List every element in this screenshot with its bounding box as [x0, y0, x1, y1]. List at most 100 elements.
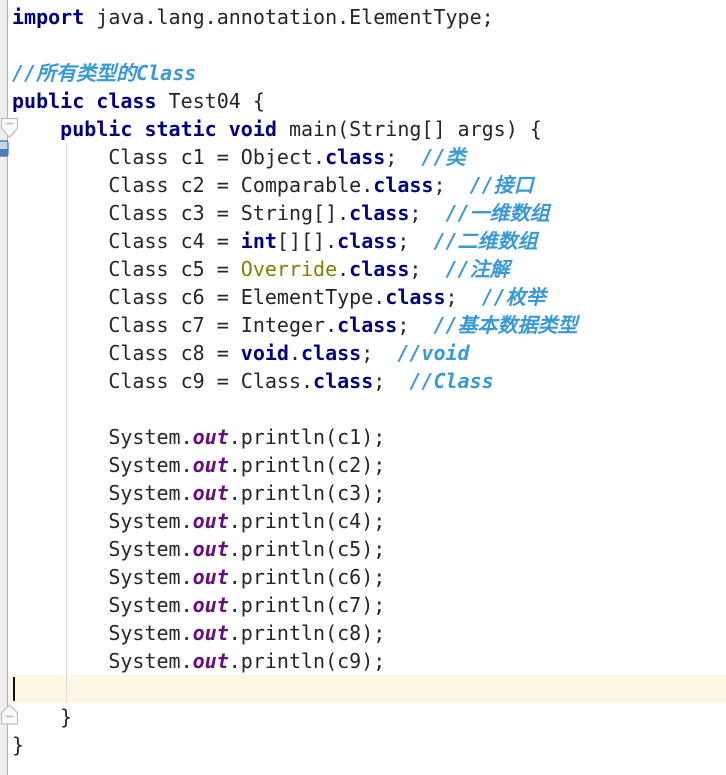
gutter-marker-icon [0, 140, 9, 157]
code-token-ann: Override [240, 257, 338, 281]
code-line[interactable]: System.out.println(c8); [8, 619, 726, 647]
code-token-pln: System. [12, 593, 193, 617]
code-token-kw: import [12, 5, 85, 29]
code-line[interactable]: System.out.println(c4); [8, 507, 726, 535]
code-token-kw: public class [12, 89, 157, 113]
code-token-pln: .println(c7); [228, 593, 386, 617]
code-token-cmt: //Class [409, 369, 494, 393]
code-token-pln: .println(c6); [228, 565, 386, 589]
code-token-kw: class [313, 369, 374, 393]
code-token-kw: class [337, 229, 398, 253]
code-token-pln: Class c1 = Object. [12, 145, 326, 169]
text-caret [13, 677, 15, 701]
code-line[interactable]: Class c1 = Object.class; //类 [8, 143, 726, 171]
code-token-kw: class [385, 285, 446, 309]
code-token-pln: Class c8 = [12, 341, 241, 365]
code-token-pln: ; [385, 145, 422, 169]
code-token-pln: .println(c3); [228, 481, 386, 505]
code-token-pln: [][]. [276, 229, 338, 253]
code-token-fld: out [192, 509, 229, 533]
code-token-pln: .println(c1); [228, 425, 386, 449]
code-token-pln: .println(c5); [228, 537, 386, 561]
code-token-pln: java.lang.annotation.ElementType; [84, 5, 494, 29]
code-token-pln: ; [397, 313, 434, 337]
code-token-fld: out [192, 481, 229, 505]
fold-collapse-start-icon[interactable] [0, 117, 20, 141]
code-token-fld: out [192, 453, 229, 477]
code-token-pln: .println(c9); [228, 649, 386, 673]
code-token-fld: out [192, 565, 229, 589]
code-token-kw: class [325, 145, 386, 169]
code-token-fld: out [192, 537, 229, 561]
code-token-kw: int [240, 229, 277, 253]
code-token-pln: .println(c8); [228, 621, 386, 645]
code-line[interactable]: System.out.println(c1); [8, 423, 726, 451]
code-token-pln: . [288, 341, 301, 365]
code-lines[interactable]: import java.lang.annotation.ElementType;… [8, 3, 726, 759]
code-line[interactable]: //所有类型的Class [8, 59, 726, 87]
code-line[interactable]: import java.lang.annotation.ElementType; [8, 3, 726, 31]
code-line[interactable]: Class c6 = ElementType.class; //枚举 [8, 283, 726, 311]
code-line[interactable]: Class c3 = String[].class; //一维数组 [8, 199, 726, 227]
code-token-fld: out [192, 425, 229, 449]
code-token-pln: . [337, 257, 350, 281]
code-line[interactable] [8, 395, 726, 423]
code-token-pln: } [12, 705, 73, 729]
fold-collapse-end-icon[interactable] [0, 703, 20, 727]
code-token-pln: System. [12, 509, 193, 533]
code-line[interactable]: System.out.println(c6); [8, 563, 726, 591]
code-line[interactable]: public static void main(String[] args) { [8, 115, 726, 143]
code-token-pln: Class c5 = [12, 257, 241, 281]
code-token-pln: ; [433, 173, 470, 197]
code-token-pln: System. [12, 649, 193, 673]
code-token-cmt: //枚举 [481, 285, 546, 309]
code-line[interactable]: Class c2 = Comparable.class; //接口 [8, 171, 726, 199]
code-token-fld: out [192, 593, 229, 617]
code-token-pln: } [12, 733, 25, 757]
code-token-pln: Test04 { [156, 89, 265, 113]
code-token-kw: void [240, 341, 289, 365]
code-line[interactable]: Class c8 = void.class; //void [8, 339, 726, 367]
code-token-fld: out [192, 621, 229, 645]
code-token-pln: System. [12, 425, 193, 449]
editor-gutter [0, 0, 8, 775]
code-line[interactable]: Class c7 = Integer.class; //基本数据类型 [8, 311, 726, 339]
code-token-cmt: //类 [421, 145, 466, 169]
code-token-pln: Class c3 = String[]. [12, 201, 350, 225]
code-token-pln: Class c2 = Comparable. [12, 173, 374, 197]
code-line[interactable]: Class c9 = Class.class; //Class [8, 367, 726, 395]
code-token-pln: System. [12, 537, 193, 561]
code-token-pln: .println(c4); [228, 509, 386, 533]
code-token-cmt: //一维数组 [445, 201, 550, 225]
code-token-pln: System. [12, 565, 193, 589]
code-token-pln: ; [373, 369, 410, 393]
code-line[interactable]: System.out.println(c2); [8, 451, 726, 479]
code-line[interactable]: System.out.println(c7); [8, 591, 726, 619]
code-line[interactable]: System.out.println(c3); [8, 479, 726, 507]
code-token-cmt: //void [397, 341, 470, 365]
code-token-kw: public static void [60, 117, 277, 141]
code-line[interactable]: public class Test04 { [8, 87, 726, 115]
code-line[interactable]: Class c5 = Override.class; //注解 [8, 255, 726, 283]
code-token-kw: class [349, 201, 410, 225]
code-token-pln: Class c7 = Integer. [12, 313, 338, 337]
code-token-cmt: //接口 [469, 173, 534, 197]
code-line[interactable] [8, 31, 726, 59]
code-token-kw: class [349, 257, 410, 281]
code-token-kw: class [373, 173, 434, 197]
code-line[interactable]: Class c4 = int[][].class; //二维数组 [8, 227, 726, 255]
code-token-pln: main(String[] args) { [276, 117, 542, 141]
code-line[interactable]: System.out.println(c5); [8, 535, 726, 563]
code-token-pln: .println(c2); [228, 453, 386, 477]
code-token-cmt: //二维数组 [433, 229, 538, 253]
caret-line[interactable] [8, 675, 726, 703]
code-line[interactable]: } [8, 731, 726, 759]
code-token-cmt: //所有类型的Class [12, 61, 197, 85]
code-token-pln: Class c4 = [12, 229, 241, 253]
code-token-pln: System. [12, 621, 193, 645]
code-line[interactable]: System.out.println(c9); [8, 647, 726, 675]
code-token-pln: System. [12, 481, 193, 505]
code-token-fld: out [192, 649, 229, 673]
code-line[interactable]: } [8, 703, 726, 731]
code-token-pln: ; [445, 285, 482, 309]
